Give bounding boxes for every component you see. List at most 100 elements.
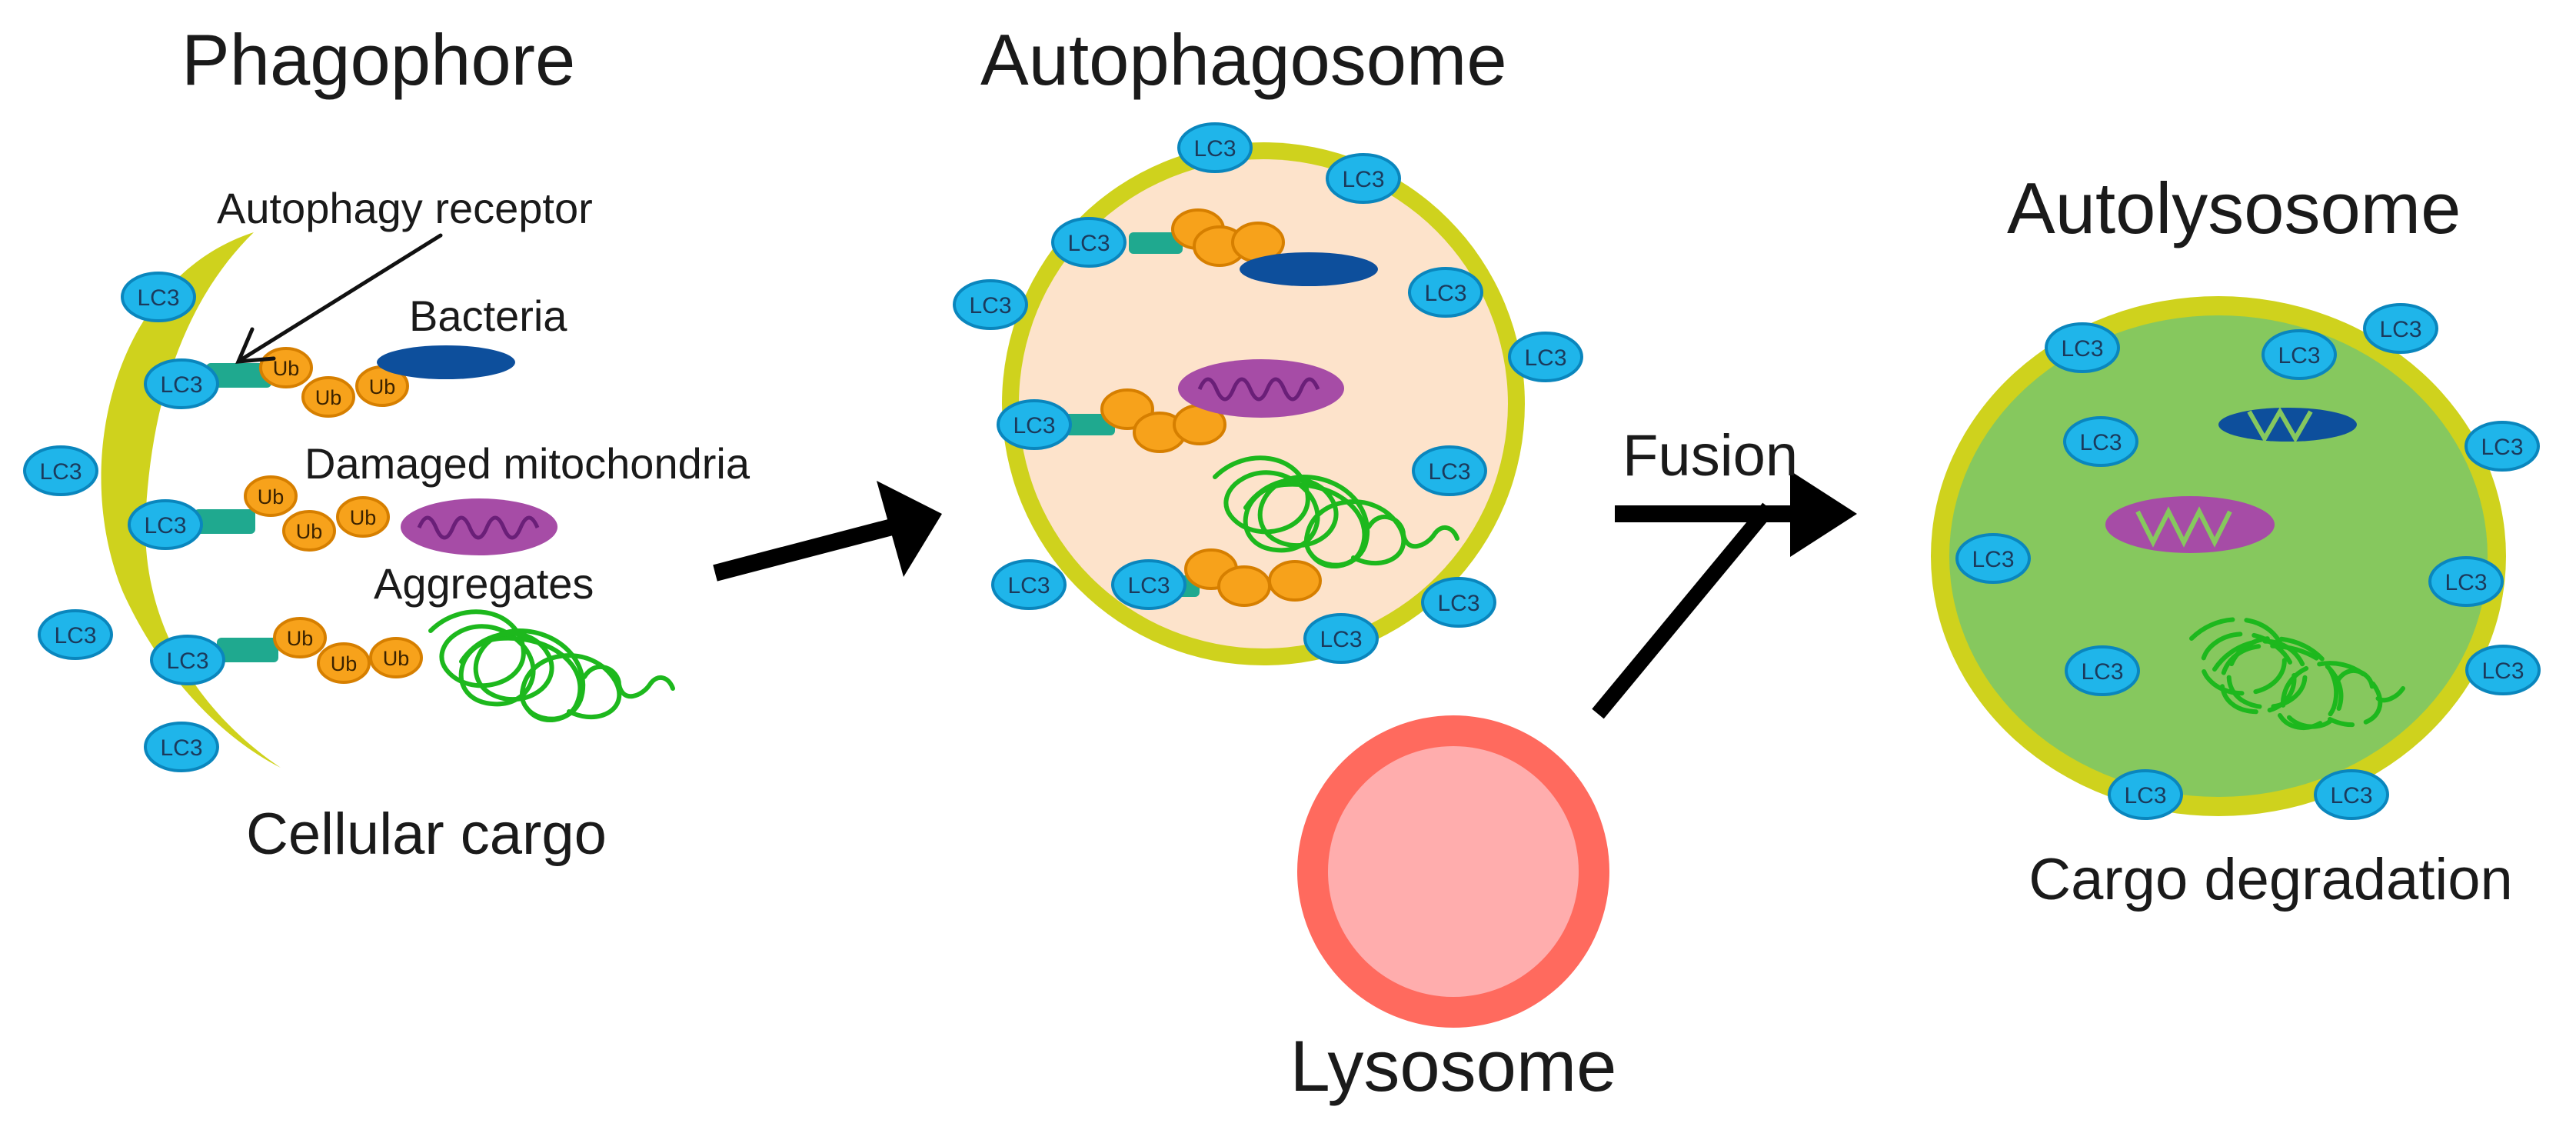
ubiquitin-chain: Ub Ub Ub: [244, 475, 390, 552]
lysosome: [1297, 715, 1609, 1028]
protein-aggregate: [1213, 455, 1459, 568]
fusion-arrow: [1592, 471, 1857, 719]
svg-text:LC3: LC3: [2330, 783, 2372, 808]
lc3-marker: LC3: [2465, 645, 2541, 695]
receptor-bar: [1061, 414, 1115, 435]
svg-text:LC3: LC3: [1972, 547, 2014, 572]
lc3-marker: LC3: [38, 609, 113, 660]
lc3-marker: LC3: [1051, 217, 1127, 268]
lc3-marker: LC3: [1326, 153, 1401, 204]
receptor-pointer-arrow: [235, 233, 443, 364]
svg-text:LC3: LC3: [2061, 336, 2103, 362]
ubiquitin: Ub: [336, 496, 390, 538]
svg-text:Ub: Ub: [369, 375, 396, 398]
lc3-marker: LC3: [23, 445, 98, 496]
svg-text:Ub: Ub: [258, 485, 285, 508]
svg-text:Ub: Ub: [350, 506, 377, 529]
cargo-degradation-label: Cargo degradation: [2029, 847, 2513, 912]
svg-text:LC3: LC3: [39, 459, 82, 485]
lc3-marker: LC3: [991, 559, 1067, 610]
ubiquitin: [1217, 565, 1271, 607]
lc3-marker: LC3: [997, 399, 1072, 450]
degraded-mitochondria: [2105, 496, 2275, 553]
lc3-marker: LC3: [1177, 122, 1253, 173]
svg-text:LC3: LC3: [1437, 591, 1479, 616]
ubiquitin: Ub: [273, 617, 327, 658]
fusion-label: Fusion: [1622, 423, 1798, 488]
ubiquitin-chain: Ub Ub Ub: [259, 347, 409, 418]
svg-text:LC3: LC3: [2379, 317, 2421, 342]
damaged-mitochondria: [401, 498, 557, 555]
svg-text:LC3: LC3: [160, 372, 202, 398]
svg-text:LC3: LC3: [1067, 231, 1110, 256]
svg-text:LC3: LC3: [137, 285, 179, 311]
ubiquitin: Ub: [355, 365, 409, 407]
ubiquitin: Ub: [244, 475, 298, 517]
receptor-bar: [206, 363, 271, 388]
lc3-marker: LC3: [2261, 329, 2337, 380]
svg-text:Ub: Ub: [273, 357, 300, 380]
svg-text:LC3: LC3: [1428, 459, 1470, 485]
lc3-marker: LC3: [1508, 332, 1583, 382]
lc3-marker: LC3: [2465, 421, 2540, 472]
protein-aggregate: [428, 609, 675, 722]
lc3-marker: LC3: [2045, 322, 2120, 373]
svg-text:LC3: LC3: [1193, 136, 1236, 162]
bacteria: [1240, 252, 1378, 286]
lc3-marker: LC3: [2428, 556, 2504, 607]
svg-text:LC3: LC3: [2079, 430, 2122, 455]
damaged-mitochondria-label: Damaged mitochondria: [305, 439, 751, 488]
autophagosome-title: Autophagosome: [980, 19, 1507, 100]
lc3-marker: LC3: [1421, 577, 1496, 628]
svg-text:LC3: LC3: [166, 648, 208, 674]
lc3-marker: LC3: [1408, 267, 1483, 318]
autophagosome-group: Autophagosome: [953, 19, 1583, 665]
ubiquitin: Ub: [259, 347, 313, 388]
svg-text:LC3: LC3: [2445, 570, 2487, 595]
svg-text:LC3: LC3: [2081, 659, 2123, 685]
svg-text:LC3: LC3: [1007, 573, 1050, 598]
lc3-marker: LC3: [2314, 769, 2389, 820]
ubiquitin: Ub: [369, 637, 423, 678]
svg-text:LC3: LC3: [1013, 413, 1055, 438]
lc3-marker: LC3: [1303, 613, 1379, 664]
aggregates-label: Aggregates: [374, 559, 594, 608]
receptor-bar: [1129, 232, 1183, 254]
degraded-bacteria: [2218, 406, 2357, 444]
bacteria-label: Bacteria: [409, 292, 567, 340]
ubiquitin: Ub: [282, 510, 336, 552]
cellular-cargo-label: Cellular cargo: [246, 802, 607, 867]
lc3-marker: LC3: [2063, 416, 2138, 467]
lysosome-label: Lysosome: [1290, 1025, 1617, 1106]
ubiquitin: Ub: [301, 376, 355, 418]
arrow-to-autophagosome: [713, 481, 942, 582]
svg-text:LC3: LC3: [1342, 167, 1384, 192]
svg-text:Ub: Ub: [287, 627, 314, 650]
phagophore-group: Phagophore Ub Ub Ub Ub Ub Ub Ub Ub Ub: [23, 19, 751, 867]
svg-text:Ub: Ub: [315, 386, 342, 409]
svg-text:LC3: LC3: [1320, 627, 1362, 652]
svg-text:LC3: LC3: [969, 293, 1011, 318]
svg-text:LC3: LC3: [54, 623, 96, 648]
lc3-marker: LC3: [121, 272, 196, 322]
svg-text:LC3: LC3: [144, 513, 186, 538]
svg-text:LC3: LC3: [1127, 573, 1170, 598]
svg-text:Ub: Ub: [331, 652, 358, 675]
lc3-marker: LC3: [1955, 533, 2031, 584]
damaged-mitochondria: [1178, 359, 1344, 418]
svg-text:Ub: Ub: [296, 520, 323, 543]
svg-text:Ub: Ub: [383, 647, 410, 670]
svg-text:LC3: LC3: [160, 735, 202, 761]
degraded-aggregate: [2189, 617, 2405, 730]
ubiquitin: [1268, 560, 1322, 602]
lc3-marker: LC3: [1111, 559, 1186, 610]
lc3-marker: LC3: [144, 358, 219, 409]
autolysosome-title: Autolysosome: [2007, 168, 2461, 248]
ubiquitin: Ub: [317, 642, 371, 684]
svg-text:LC3: LC3: [2124, 783, 2166, 808]
svg-text:LC3: LC3: [2278, 343, 2320, 368]
lc3-marker: LC3: [2363, 303, 2438, 354]
svg-text:LC3: LC3: [1424, 281, 1466, 306]
lc3-marker: LC3: [144, 722, 219, 772]
